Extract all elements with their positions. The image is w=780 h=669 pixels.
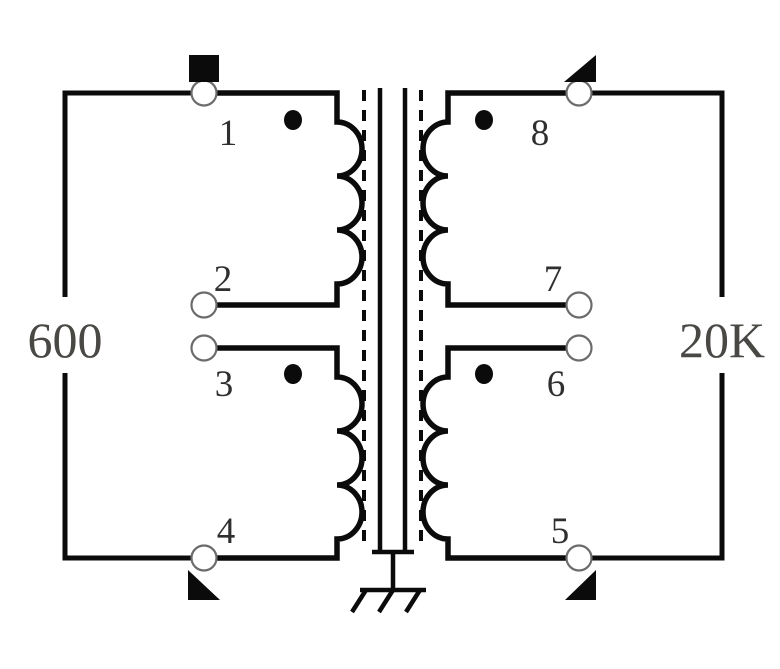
polarity-dot-pin3 [284,364,302,384]
pin-label-2: 2 [214,259,233,300]
winding-path-lower-left [213,345,365,561]
triangle-marker-bottom-right [565,570,596,600]
terminal-pin-6[interactable] [565,334,593,362]
primary-external-loop [62,90,196,561]
pin-labels: 1 2 3 4 5 6 7 8 [214,113,570,552]
orientation-markers [188,55,596,600]
terminal-pin-2[interactable] [190,291,218,319]
electrostatic-shield [362,90,423,548]
chassis-ground-symbol [350,552,426,614]
primary-label-backdrop [18,297,113,373]
primary-bottom-wire [62,373,196,561]
pin-label-4: 4 [217,511,236,552]
terminal-pin-7[interactable] [565,291,593,319]
terminal-pin-8[interactable] [565,79,593,107]
pin-label-5: 5 [551,511,570,552]
secondary-label-backdrop [662,297,780,373]
winding-path-upper-left [213,90,365,308]
winding-path-upper-right [420,90,571,308]
primary-impedance-label: 600 [28,312,103,368]
impedance-labels: 600 20K [18,297,780,373]
pin-label-6: 6 [547,364,566,405]
secondary-top-wire [588,90,725,297]
secondary-impedance-label: 20K [679,312,765,368]
terminal-pin-5[interactable] [565,544,593,572]
terminal-circles [190,79,593,572]
terminal-pin-3[interactable] [190,334,218,362]
polarity-dots [284,110,493,384]
secondary-winding-lower [420,345,571,561]
ground-hatch-1 [350,588,368,614]
polarity-dot-pin6 [475,364,493,384]
secondary-external-loop [588,90,725,561]
polarity-dot-pin8 [475,110,493,130]
primary-winding-lower [213,345,365,561]
polarity-dot-pin1 [284,110,302,130]
ground-hatch-3 [404,588,422,614]
pin-label-7: 7 [544,259,563,300]
pin-label-1: 1 [219,113,238,154]
winding-path-lower-right [420,345,571,561]
terminal-pin-4[interactable] [190,544,218,572]
primary-winding-upper [213,90,365,308]
secondary-winding-upper [420,90,571,308]
pin-label-3: 3 [215,364,234,405]
square-marker [189,55,219,82]
triangle-marker-bottom-left [188,570,220,600]
triangle-marker-top-right [564,55,596,82]
ground-hatch-2 [377,588,395,614]
primary-top-wire [62,90,196,297]
terminal-pin-1[interactable] [190,79,218,107]
transformer-core [372,88,414,555]
secondary-bottom-wire [588,373,725,561]
pin-label-8: 8 [531,113,550,154]
